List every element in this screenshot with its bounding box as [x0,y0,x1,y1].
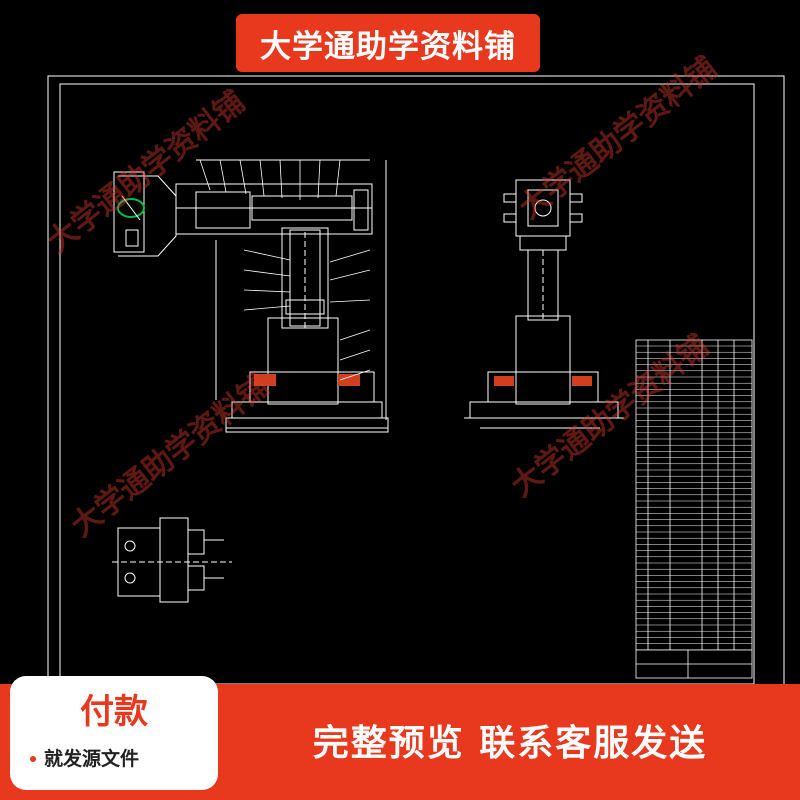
side-view [464,179,624,429]
front-view-leaders [199,159,371,381]
pay-subtitle: 就发源文件 [44,748,140,770]
detail-view [112,517,232,603]
shop-title-banner: 大学通助学资料铺 [236,14,540,72]
front-view [113,159,389,433]
pay-title: 付款 [80,692,148,732]
parts-table-rows [636,345,752,651]
call-to-action-text: 完整预览 联系客服发送 [312,723,708,764]
pay-card[interactable]: 付款 就发源文件 [10,676,218,790]
bullet-dot-icon [30,756,36,762]
